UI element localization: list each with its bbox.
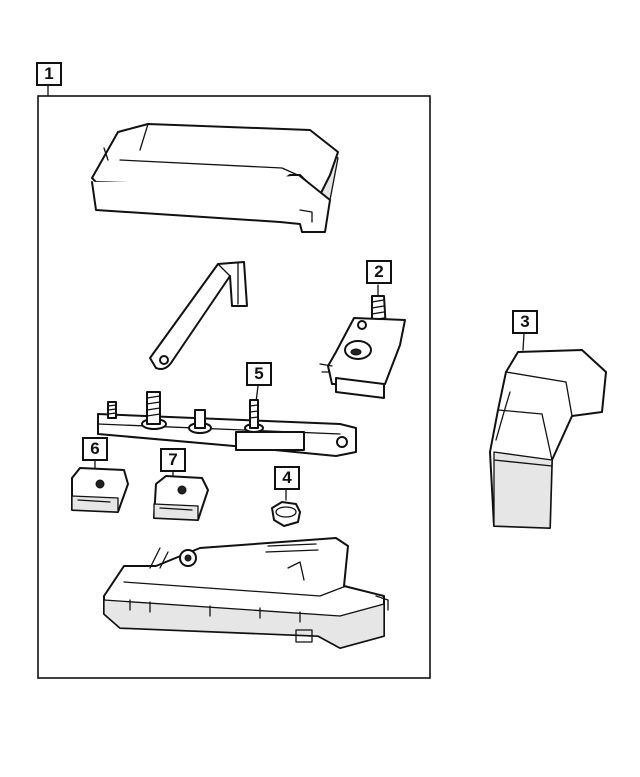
terminal-cover [489, 349, 607, 529]
assembly-frame [37, 95, 431, 679]
callout-3: 3 [512, 310, 538, 334]
callout-7: 7 [160, 448, 186, 472]
hex-nut [271, 501, 301, 527]
top-cover [91, 123, 339, 233]
clip-nut-7 [153, 475, 209, 521]
callout-1: 1 [36, 62, 62, 86]
base-tray [103, 537, 389, 649]
battery-terminal [319, 295, 406, 399]
clip-nut-6 [71, 467, 129, 513]
callout-2: 2 [366, 260, 392, 284]
callout-4: 4 [274, 466, 300, 490]
callout-5: 5 [246, 362, 272, 386]
callout-6: 6 [82, 437, 108, 461]
mounting-plate [97, 391, 357, 457]
bus-bar-strap [149, 261, 248, 370]
